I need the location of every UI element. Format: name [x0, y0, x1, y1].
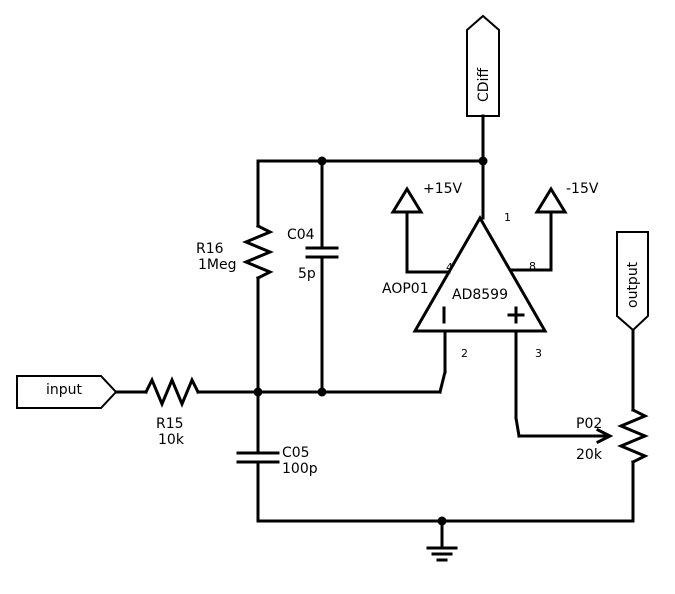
opamp-pin-2: 2 — [461, 347, 468, 360]
input-port[interactable]: input — [16, 375, 118, 409]
junction-c04-bottom — [317, 387, 327, 397]
r16-ref: R16 — [196, 241, 224, 257]
junction-c04-top — [317, 156, 327, 166]
positive-rail[interactable]: +15V — [390, 181, 463, 214]
opamp-aop01[interactable]: AD8599 AOP01 1 2 3 4 8 — [382, 211, 548, 360]
opamp-pin-8: 8 — [529, 260, 536, 273]
negative-rail-label: -15V — [566, 181, 599, 197]
opamp-part: AD8599 — [452, 287, 508, 303]
opamp-ref: AOP01 — [382, 281, 429, 297]
opamp-pin-4: 4 — [446, 261, 453, 274]
output-port[interactable]: output — [616, 231, 649, 332]
c05-value: 100p — [282, 461, 318, 477]
r16-value: 1Meg — [198, 257, 237, 273]
cdiff-port-label: CDiff — [476, 68, 492, 102]
p02-potentiometer[interactable]: P02 20k — [576, 407, 649, 465]
opamp-pin-1: 1 — [504, 211, 511, 224]
c04-capacitor[interactable]: C04 5p — [287, 227, 339, 282]
input-port-label: input — [46, 382, 83, 398]
wire-pin2-bend — [438, 370, 447, 394]
p02-value: 20k — [576, 447, 603, 463]
c05-capacitor[interactable]: C05 100p — [236, 445, 318, 477]
r15-ref: R15 — [156, 416, 184, 432]
r16-resistor[interactable]: R16 1Meg — [196, 223, 274, 281]
opamp-pin-3: 3 — [535, 347, 542, 360]
r15-resistor[interactable]: R15 10k — [143, 376, 201, 448]
c05-ref: C05 — [282, 445, 310, 461]
ground-symbol — [426, 546, 458, 562]
c04-ref: C04 — [287, 227, 315, 243]
junction-cdiff — [478, 156, 488, 166]
cdiff-port[interactable]: CDiff — [466, 14, 500, 117]
wire-pin3-bend — [514, 416, 521, 438]
c04-value: 5p — [298, 266, 316, 282]
junction-ground — [437, 516, 447, 526]
p02-ref: P02 — [576, 416, 602, 432]
junction-input — [253, 387, 263, 397]
output-port-label: output — [625, 261, 641, 308]
negative-rail[interactable]: -15V — [534, 181, 599, 214]
wiper-arrow — [595, 427, 614, 445]
r15-value: 10k — [158, 432, 185, 448]
positive-rail-label: +15V — [423, 181, 463, 197]
